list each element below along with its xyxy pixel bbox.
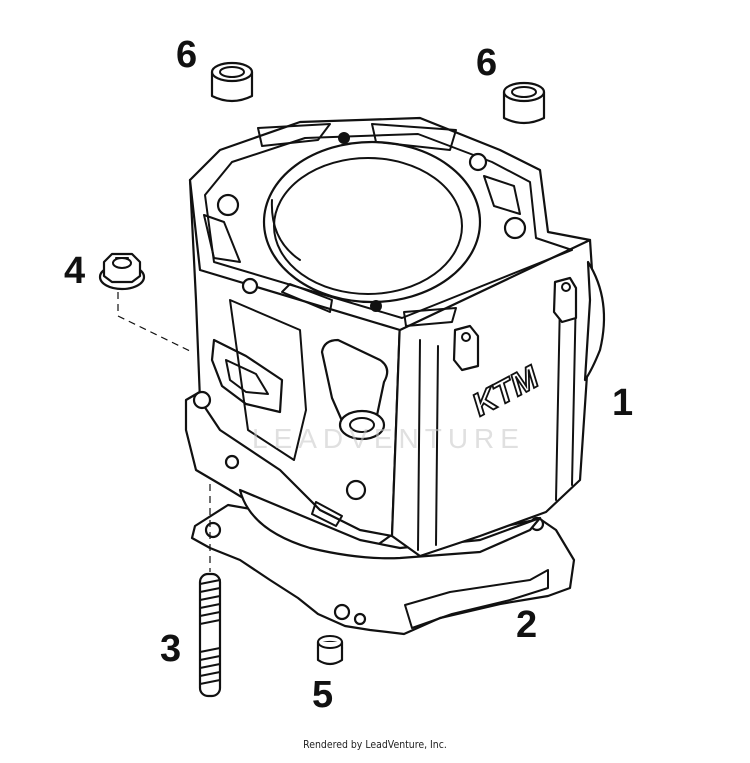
callout-2: 2 [516,604,538,646]
sleeve-left [210,61,254,103]
callout-6-left: 6 [176,34,198,76]
cylinder-body [184,116,606,560]
callout-4: 4 [64,250,86,292]
render-credit: Rendered by LeadVenture, Inc. [303,738,447,751]
callout-1: 1 [612,382,634,424]
callout-6-right: 6 [476,42,498,84]
watermark: LEADVENTURE [252,423,525,454]
callout-3: 3 [160,628,182,670]
dowel-pin [316,635,344,666]
stud-bolt [198,572,222,698]
flange-nut [98,252,146,291]
callout-5: 5 [312,674,334,716]
nut-leader-line [117,292,193,353]
sleeve-right [502,81,546,125]
